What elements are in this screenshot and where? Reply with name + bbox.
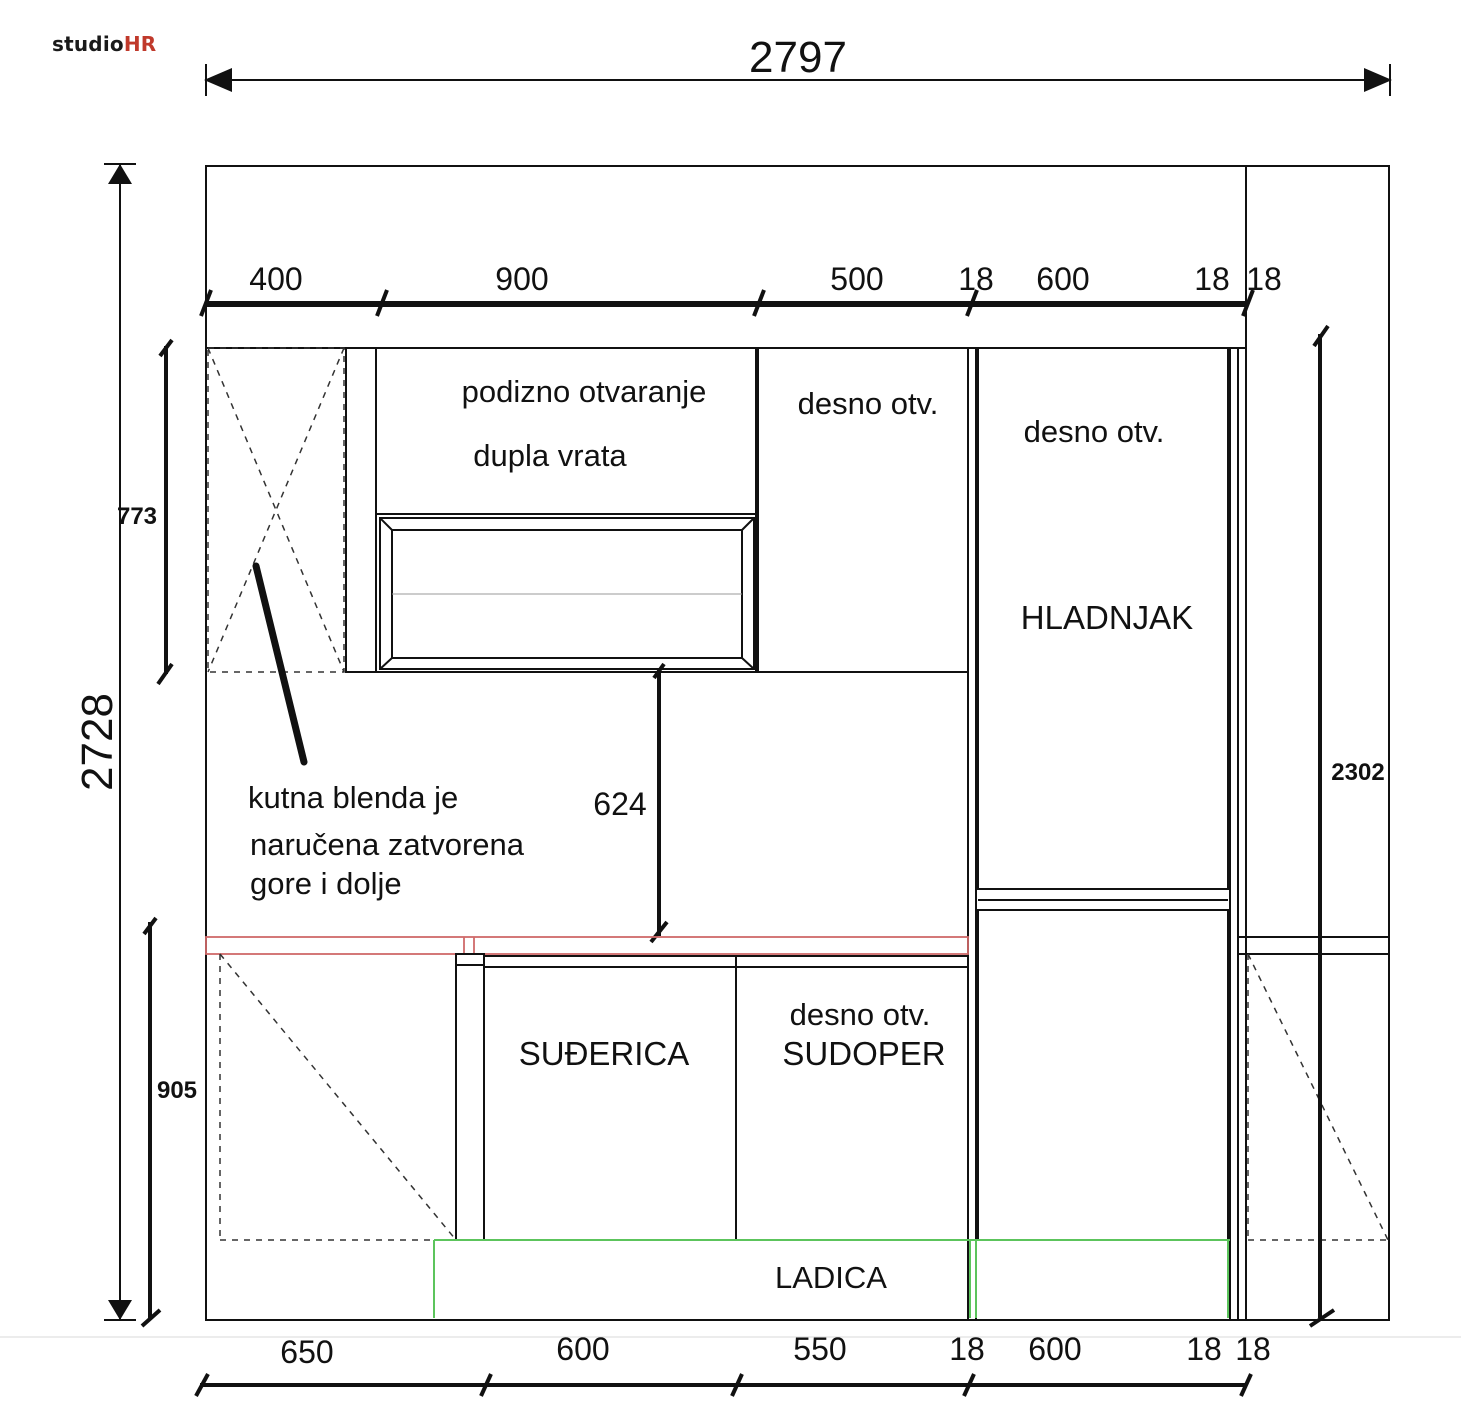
top-width-18b: 18	[1194, 261, 1230, 297]
tall-fridge-column: desno otv. HLADNJAK	[967, 347, 1239, 1320]
drawer-label: LADICA	[775, 1260, 887, 1295]
top-width-dimensions: 400 900 500 18 600 18 18	[199, 261, 1282, 317]
right-height-dimension: 2302	[1308, 324, 1385, 1328]
top-width-500: 500	[830, 261, 883, 297]
upper-right-open-label: desno otv.	[798, 386, 939, 421]
gap-height-dimension: 624	[593, 662, 669, 944]
top-width-18c: 18	[1246, 261, 1282, 297]
total-width-label: 2797	[749, 33, 847, 82]
bottom-width-18c: 18	[1235, 1331, 1271, 1367]
corner-note-line-2: naručena zatvorena	[250, 827, 525, 862]
dishwasher-label: SUĐERICA	[519, 1035, 690, 1072]
right-counter-continuation	[1237, 936, 1390, 1241]
top-width-600: 600	[1036, 261, 1089, 297]
total-height-label: 2728	[73, 693, 122, 791]
sink-label: SUDOPER	[782, 1035, 945, 1072]
total-height-dimension: 2728	[73, 163, 136, 1321]
top-width-900: 900	[495, 261, 548, 297]
gap-height-label: 624	[593, 786, 646, 822]
upper-height-dimension: 773	[117, 338, 174, 686]
upper-cabinet-500: desno otv.	[757, 347, 969, 673]
sink-right-open-label: desno otv.	[790, 997, 931, 1032]
corner-note: kutna blenda je naručena zatvorena gore …	[248, 562, 525, 901]
upper-corner-blind	[207, 347, 347, 673]
bottom-width-600: 600	[556, 1331, 609, 1367]
double-door-label: dupla vrata	[473, 438, 627, 473]
bottom-width-550: 550	[793, 1331, 846, 1367]
room-outline	[205, 165, 1390, 1321]
bottom-width-18a: 18	[949, 1331, 985, 1367]
fridge-right-open-label: desno otv.	[1024, 414, 1165, 449]
top-cornice	[205, 305, 1247, 349]
countertop	[205, 936, 969, 955]
top-width-400: 400	[249, 261, 302, 297]
corner-note-line-1: kutna blenda je	[248, 780, 458, 815]
corner-note-line-3: gore i dolje	[250, 866, 402, 901]
plinth-drawer: LADICA	[433, 1239, 1230, 1318]
upper-cabinet-lift: podizno otvaranje dupla vrata	[345, 347, 757, 673]
total-width-dimension: 2797	[204, 33, 1392, 96]
right-height-label: 2302	[1331, 759, 1384, 786]
bottom-width-650: 650	[280, 1334, 333, 1370]
bottom-width-18b: 18	[1186, 1331, 1222, 1367]
bottom-width-600b: 600	[1028, 1331, 1081, 1367]
lift-opening-label: podizno otvaranje	[462, 374, 707, 409]
lower-height-dimension: 905	[140, 916, 197, 1328]
top-width-18a: 18	[958, 261, 994, 297]
lower-cabinets: SUĐERICA desno otv. SUDOPER	[455, 953, 969, 1241]
upper-height-label: 773	[117, 503, 157, 530]
fridge-label: HLADNJAK	[1021, 599, 1193, 636]
lower-height-label: 905	[157, 1077, 197, 1104]
brand-logo: studioHR	[52, 32, 157, 56]
lower-corner-blind	[219, 953, 457, 1241]
bottom-width-dimensions: 650 600 550 18 600 18 18	[194, 1331, 1271, 1397]
